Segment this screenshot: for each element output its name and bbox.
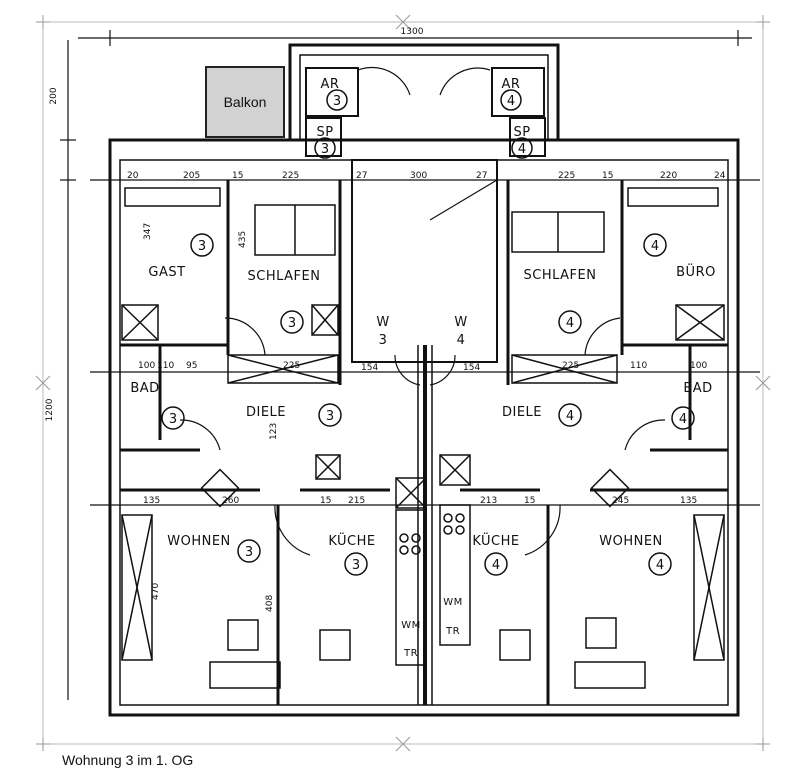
label-tr-4: TR <box>445 626 460 637</box>
room-ar3: AR <box>321 77 340 92</box>
dim-bad-100: 100 <box>138 361 155 371</box>
unit-sp4: 4 <box>518 142 526 157</box>
dim-wall-15a: 15 <box>232 171 243 181</box>
dim-wohnen-135-r: 135 <box>680 496 697 506</box>
unit-wohnen3: 3 <box>245 545 253 560</box>
dim-stair-width: 300 <box>410 171 427 181</box>
unit-wohnen4: 4 <box>656 558 664 573</box>
dim-diele-154-l: 154 <box>361 363 378 373</box>
dim-wall-20: 20 <box>127 171 139 181</box>
kitchen-counters <box>395 504 471 666</box>
dim-couch-len: 408 <box>265 595 275 612</box>
room-diele3: DIELE <box>246 405 286 420</box>
unit-bad3: 3 <box>169 412 177 427</box>
storage-units <box>121 304 725 661</box>
dim-wall-27a: 27 <box>356 171 367 181</box>
balkon-label: Balkon <box>205 66 285 138</box>
room-schlafen4: SCHLAFEN <box>524 268 597 283</box>
dim-gast-width: 205 <box>183 171 200 181</box>
dim-wall-15b: 15 <box>602 171 613 181</box>
dim-bad-110: 110 <box>157 361 174 371</box>
dim-diele-225-l: 225 <box>283 361 300 371</box>
dim-diele-225-r: 225 <box>562 361 579 371</box>
dim-kueche-215: 215 <box>348 496 365 506</box>
unit-bad4: 4 <box>679 412 687 427</box>
unit-circles <box>161 89 695 576</box>
room-labels: AR AR SP SP GAST SCHLAFEN SCHLAFEN BÜRO … <box>130 77 716 659</box>
room-wohnen4: WOHNEN <box>599 534 663 549</box>
unit-gast: 3 <box>198 239 206 254</box>
dim-wohnen-135-l: 135 <box>143 496 160 506</box>
dim-kueche-213: 213 <box>480 496 497 506</box>
unit-kueche3: 3 <box>352 558 360 573</box>
building-walls <box>108 43 740 717</box>
dim-wall-15d: 15 <box>524 496 535 506</box>
unit-schlafen3: 3 <box>288 316 296 331</box>
unit-buero: 4 <box>651 239 659 254</box>
unit-diele4: 4 <box>566 409 574 424</box>
room-bad3: BAD <box>130 381 159 396</box>
room-w4-num: 4 <box>457 333 466 348</box>
room-bad4: BAD <box>683 381 712 396</box>
room-w4-top: W <box>454 315 467 330</box>
beds <box>124 187 719 256</box>
dim-wohnen-260: 260 <box>222 496 239 506</box>
dim-wall-24: 24 <box>714 171 726 181</box>
room-sp3: SP <box>316 125 333 140</box>
dim-overall-width: 1300 <box>401 27 424 37</box>
unit-sp3: 3 <box>321 142 329 157</box>
dim-diele-95: 95 <box>186 361 197 371</box>
plan-caption: Wohnung 3 im 1. OG <box>62 752 194 768</box>
label-tr-3: TR <box>403 648 418 659</box>
dim-gast-depth: 347 <box>143 223 153 240</box>
room-schlafen3: SCHLAFEN <box>248 269 321 284</box>
room-diele4: DIELE <box>502 405 542 420</box>
room-w3-num: 3 <box>379 333 388 348</box>
dim-wall-27b: 27 <box>476 171 487 181</box>
dim-diele-depth: 123 <box>269 423 279 440</box>
unit-ar4: 4 <box>507 94 515 109</box>
dim-schlafen4-width: 225 <box>558 171 575 181</box>
frame-corner-marks <box>35 14 771 752</box>
room-ar4: AR <box>502 77 521 92</box>
dim-bad-r-100: 100 <box>690 361 707 371</box>
unit-kueche4: 4 <box>492 558 500 573</box>
label-wm: WM <box>401 620 421 631</box>
unit-ar3: 3 <box>333 94 341 109</box>
dim-wohnen-245: 245 <box>612 496 629 506</box>
dim-left-top: 200 <box>49 87 59 104</box>
room-buero: BÜRO <box>676 263 716 280</box>
unit-schlafen4: 4 <box>566 316 574 331</box>
dim-schlafen-depth: 435 <box>238 231 248 248</box>
dim-buero-width: 220 <box>660 171 677 181</box>
room-sp4: SP <box>513 125 530 140</box>
label-wm-4: WM <box>443 597 463 608</box>
room-kueche4: KÜCHE <box>472 532 519 549</box>
room-gast: GAST <box>148 265 185 280</box>
room-wohnen3: WOHNEN <box>167 534 231 549</box>
dim-wohnen-depth: 470 <box>151 583 161 600</box>
unit-diele3: 3 <box>326 409 334 424</box>
unit-numbers: 3 3 4 4 3 3 4 4 3 3 4 4 3 3 4 4 <box>169 94 687 573</box>
dim-bad-r-110: 110 <box>630 361 647 371</box>
dim-schlafen3-width: 225 <box>282 171 299 181</box>
dim-diele-154-r: 154 <box>463 363 480 373</box>
room-w3-top: W <box>376 315 389 330</box>
room-kueche3: KÜCHE <box>328 532 375 549</box>
dining-tables <box>200 468 646 689</box>
door-swings <box>179 66 666 556</box>
dim-left-main: 1200 <box>45 398 55 421</box>
dim-wall-15c: 15 <box>320 496 331 506</box>
